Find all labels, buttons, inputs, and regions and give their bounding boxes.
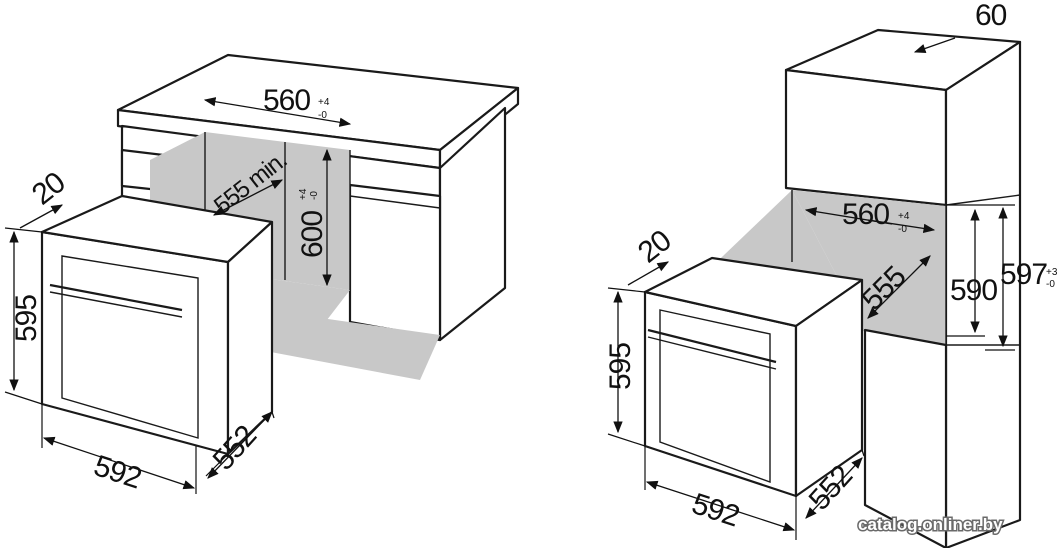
watermark-text: catalog.onliner.by: [858, 515, 1003, 534]
dim-60-label: 60: [975, 0, 1007, 32]
right-column-installation: 60 560 +4 -0 555 590 597 +3 -0 20: [604, 0, 1058, 548]
dim-20-label-r: 20: [632, 224, 677, 270]
dim-560-tol-plus-r: +4: [898, 211, 910, 222]
dim-592-label: 592: [90, 449, 145, 495]
dim-600-tol-plus: +4: [298, 188, 309, 200]
dim-560-label-r: 560: [842, 198, 889, 231]
dim-595-label-r: 595: [604, 343, 637, 390]
dim-560-tol-minus-r: -0: [898, 224, 907, 235]
dim-560-label: 560: [263, 84, 310, 117]
dim-560-tol-plus: +4: [318, 97, 330, 108]
dim-597-tol-plus: +3: [1046, 267, 1058, 278]
left-under-counter-installation: 560 +4 -0 555 min. 600 +4 -0 20 595 592: [4, 53, 520, 495]
dim-560-tol-minus: -0: [318, 110, 327, 121]
dim-595-label: 595: [10, 295, 43, 342]
dim-592-label-r: 592: [688, 487, 743, 533]
oven-left: [40, 194, 274, 456]
dim-597-label: 597: [1000, 258, 1047, 291]
dim-590-label: 590: [950, 274, 997, 307]
dim-597-tol-minus: -0: [1046, 279, 1055, 290]
dim-20-label: 20: [26, 166, 71, 212]
dim-600-label: 600: [296, 211, 329, 258]
dim-600-tol-minus: -0: [309, 191, 320, 200]
oven-right: [643, 256, 864, 498]
